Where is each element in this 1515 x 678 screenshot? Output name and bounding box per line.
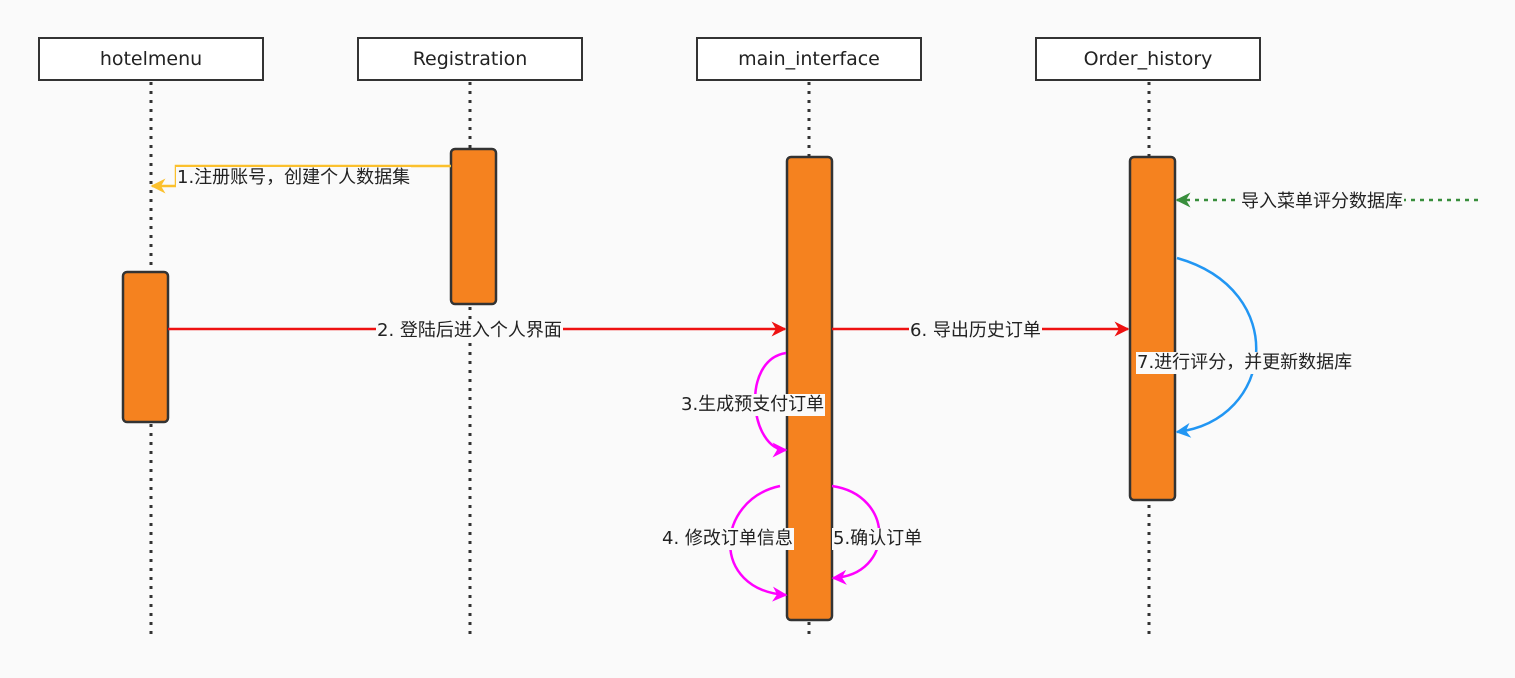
- activation-registration[interactable]: [449, 147, 498, 306]
- activation-hotelmenu[interactable]: [121, 270, 170, 424]
- message-6-label: 6. 导出历史订单: [909, 320, 1042, 342]
- message-3-label: 3.生成预支付订单: [680, 394, 826, 416]
- message-import-label: 导入菜单评分数据库: [1240, 191, 1404, 213]
- activation-order-history[interactable]: [1128, 155, 1177, 502]
- participant-registration[interactable]: Registration: [357, 37, 583, 81]
- message-2-label: 2. 登陆后进入个人界面: [376, 320, 563, 342]
- message-5-label: 5.确认订单: [832, 528, 924, 550]
- message-7-label: 7.进行评分，并更新数据库: [1136, 352, 1354, 374]
- message-7-arrow[interactable]: [1175, 256, 1258, 438]
- activation-main-interface[interactable]: [785, 155, 834, 622]
- participant-order-history[interactable]: Order_history: [1035, 37, 1261, 81]
- message-1-label: 1.注册账号，创建个人数据集: [176, 167, 412, 189]
- participant-main-interface[interactable]: main_interface: [696, 37, 922, 81]
- message-4-label: 4. 修改订单信息: [661, 528, 794, 550]
- participant-hotelmenu[interactable]: hotelmenu: [38, 37, 264, 81]
